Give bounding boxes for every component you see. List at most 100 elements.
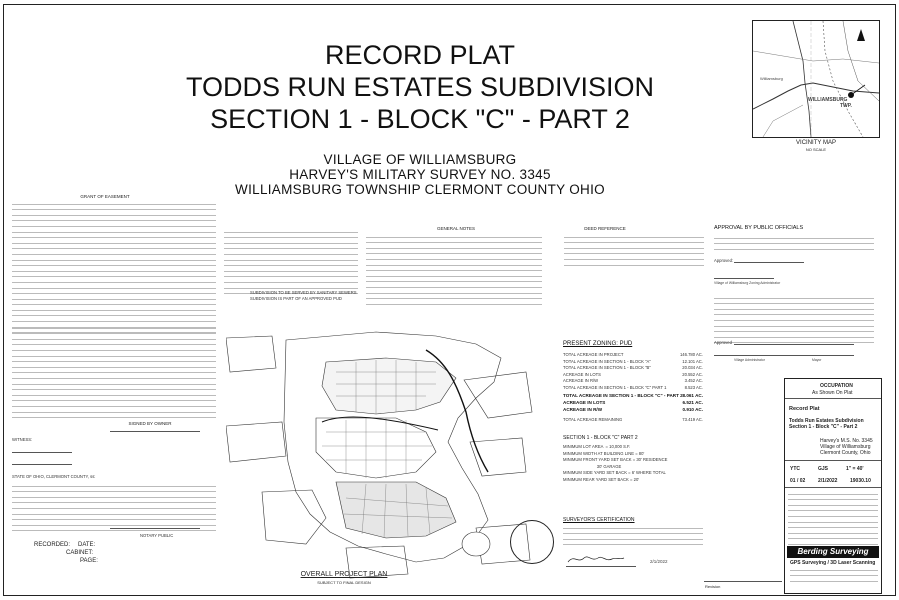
- section-requirement-row: 30' GARAGE: [563, 463, 622, 469]
- vicinity-place-1: WILLIAMSBURG: [808, 97, 848, 103]
- company-contact: [790, 568, 878, 586]
- administrator-line-1: [714, 278, 774, 279]
- signed-by-owner-heading: SIGNED BY OWNER: [128, 421, 172, 426]
- zoning-row-label: TOTAL ACREAGE IN SECTION 1 - BLOCK "A": [563, 358, 651, 364]
- zoning-row-remaining: TOTAL ACREAGE REMAINING 73.419 AC.: [563, 417, 713, 422]
- zoning-row-label: ACREAGE IN R/W: [563, 378, 599, 383]
- project-name: Todds Run Estates Subdivision: [789, 418, 864, 424]
- mayor-line: [714, 355, 854, 356]
- vicinity-map-label: VICINITY MAP: [796, 140, 836, 146]
- section-requirement-row: MINIMUM FRONT YARD SET BACK = 30' RESIDE…: [563, 457, 668, 462]
- general-notes-heading: GENERAL NOTES: [436, 226, 476, 231]
- zoning-row: TOTAL ACREAGE IN SECTION 1 - BLOCK "A"12…: [563, 359, 713, 364]
- zoning-row-label: ACREAGE IN LOTS: [563, 371, 601, 377]
- approval-heading: APPROVAL BY PUBLIC OFFICIALS: [714, 225, 804, 231]
- grant-easement-heading: GRANT OF EASEMENT: [80, 194, 130, 199]
- overall-project-plan: [226, 331, 533, 579]
- zoning-row-label: TOTAL ACREAGE REMAINING: [563, 417, 623, 422]
- witness-label: WITNESS:: [12, 437, 33, 442]
- title-block: [784, 378, 882, 594]
- witness-line-1: [12, 452, 72, 453]
- title-block-rule-2: [785, 460, 881, 461]
- approved-pud-note: SUBDIVISION IS PART OF AN APPROVED PUD: [250, 296, 342, 301]
- approval-line-1: [734, 262, 804, 263]
- vicinity-place-3: Williamsburg: [760, 76, 783, 81]
- zoning-row-label: ACREAGE IN R/W: [563, 407, 603, 412]
- vicinity-map-scale: NO SCALE: [805, 147, 827, 152]
- zoning-row-value: 0.910 AC.: [682, 407, 703, 412]
- notary-signature-line: [110, 528, 200, 529]
- mayor-label: Mayor: [812, 358, 822, 362]
- vicinity-place-2: TWP.: [840, 103, 852, 109]
- overall-project-plan-subtitle: SUBJECT TO FINAL DESIGN: [317, 580, 371, 585]
- zoning-row-label: TOTAL ACREAGE IN SECTION 1 - BLOCK "C" -…: [563, 393, 683, 398]
- occupation-value: As Shown On Plat: [812, 390, 853, 396]
- vicinity-map-drawing: [752, 20, 880, 138]
- zoning-row-value: 73.419 AC.: [682, 417, 703, 422]
- approval-text-2: [714, 296, 874, 348]
- title-line-3: SECTION 1 - BLOCK "C" - PART 2: [210, 104, 630, 134]
- present-zoning-heading: PRESENT ZONING: PUD: [563, 341, 633, 347]
- zoning-administrator-label: Village of Williamsburg Zoning Administr…: [714, 281, 781, 285]
- surveyor-seal: [510, 520, 554, 564]
- zoning-row: TOTAL ACREAGE IN SECTION 1 - BLOCK "C" P…: [563, 385, 713, 390]
- drawn-by-code: YTC: [790, 466, 800, 472]
- zoning-row-value: 20.552 AC.: [682, 371, 703, 377]
- job-number: 19030.10: [850, 478, 871, 484]
- subtitle-survey: HARVEY'S MILITARY SURVEY NO. 3345: [289, 167, 551, 182]
- overall-project-plan-title: OVERALL PROJECT PLAN: [300, 571, 388, 578]
- zoning-row-label: TOTAL ACREAGE IN PROJECT: [563, 352, 624, 357]
- notary-label: NOTARY PUBLIC: [140, 533, 174, 538]
- acknowledgment-text: [12, 484, 216, 536]
- witness-line-2: [12, 464, 72, 465]
- zoning-row-highlight: ACREAGE IN R/W 0.910 AC.: [563, 407, 713, 412]
- title-block-rule-3: [785, 487, 881, 488]
- subtitle-village: VILLAGE OF WILLIAMSBURG: [323, 152, 517, 167]
- zoning-row-label: TOTAL ACREAGE IN SECTION 1 - BLOCK "C" P…: [563, 384, 667, 390]
- zoning-row-label: TOTAL ACREAGE IN SECTION 1 - BLOCK "B": [563, 365, 651, 370]
- easement-paragraph-2: [12, 326, 216, 423]
- general-notes-text: [366, 235, 542, 309]
- surveyor-signature: [567, 556, 625, 563]
- revision-line: [704, 581, 782, 582]
- zoning-row: TOTAL ACREAGE IN SECTION 1 - BLOCK "B" 20…: [563, 365, 713, 370]
- title-block-notes: [788, 492, 878, 550]
- survey-line-1: Harvey's M.S. No. 3345: [820, 438, 873, 444]
- page-label: PAGE:: [80, 558, 98, 564]
- deed-reference-heading: DEED REFERENCE: [584, 226, 626, 231]
- plat-sheet-border: [3, 4, 896, 596]
- section-requirement-row: MINIMUM REAR YARD SET BACK = 20': [563, 476, 640, 482]
- surveyor-certification-heading: SURVEYOR'S CERTIFICATION: [563, 517, 635, 523]
- zoning-row-value: 20.034 AC.: [682, 365, 703, 370]
- zoning-row-value: 3.452 AC.: [684, 378, 703, 383]
- approved-label-1: Approved:: [714, 258, 734, 263]
- company-tagline: GPS Surveying / 3D Laser Scanning: [790, 560, 876, 566]
- zoning-row-value: 8.523 AC.: [684, 384, 703, 390]
- date-label: DATE:: [78, 542, 96, 548]
- section-requirement-row: MINIMUM WIDTH AT BUILDING LINE = 80': [563, 450, 645, 456]
- zoning-row: TOTAL ACREAGE IN PROJECT 146.780 AC.: [563, 352, 713, 357]
- approved-label-2: Approved: [714, 340, 732, 345]
- recorded-label: RECORDED:: [34, 542, 71, 548]
- zoning-row: ACREAGE IN R/W 3.452 AC.: [563, 378, 713, 383]
- sheet-number: 01 / 02: [790, 478, 806, 484]
- sanitary-sewer-note: SUBDIVISION TO BE SERVED BY SANITARY SEW…: [250, 290, 357, 295]
- state-county-label: STATE OF OHIO, CLERMONT COUNTY, ss:: [12, 474, 96, 479]
- title-block-rule-1: [785, 398, 881, 399]
- section-block-heading: SECTION 1 - BLOCK "C" PART 2: [563, 435, 638, 441]
- zoning-row: ACREAGE IN LOTS 20.552 AC.: [563, 372, 713, 377]
- title-line-2: TODDS RUN ESTATES SUBDIVISION: [185, 72, 655, 102]
- surveyor-signature-line: [566, 566, 636, 567]
- zoning-row-value: 146.780 AC.: [679, 352, 703, 357]
- grant-easement-text: [12, 202, 216, 338]
- zoning-row-label: ACREAGE IN LOTS: [563, 400, 606, 405]
- occupation-label: OCCUPATION: [820, 383, 853, 389]
- deed-reference-text: [564, 235, 704, 270]
- zoning-row-value: 8.061 AC.: [682, 393, 703, 398]
- company-logo: Berding Surveying: [787, 546, 879, 558]
- village-note-text: [224, 230, 358, 299]
- approval-text-1: [714, 236, 874, 254]
- checked-by-code: GJS: [818, 466, 829, 472]
- approval-line-2: [734, 344, 854, 345]
